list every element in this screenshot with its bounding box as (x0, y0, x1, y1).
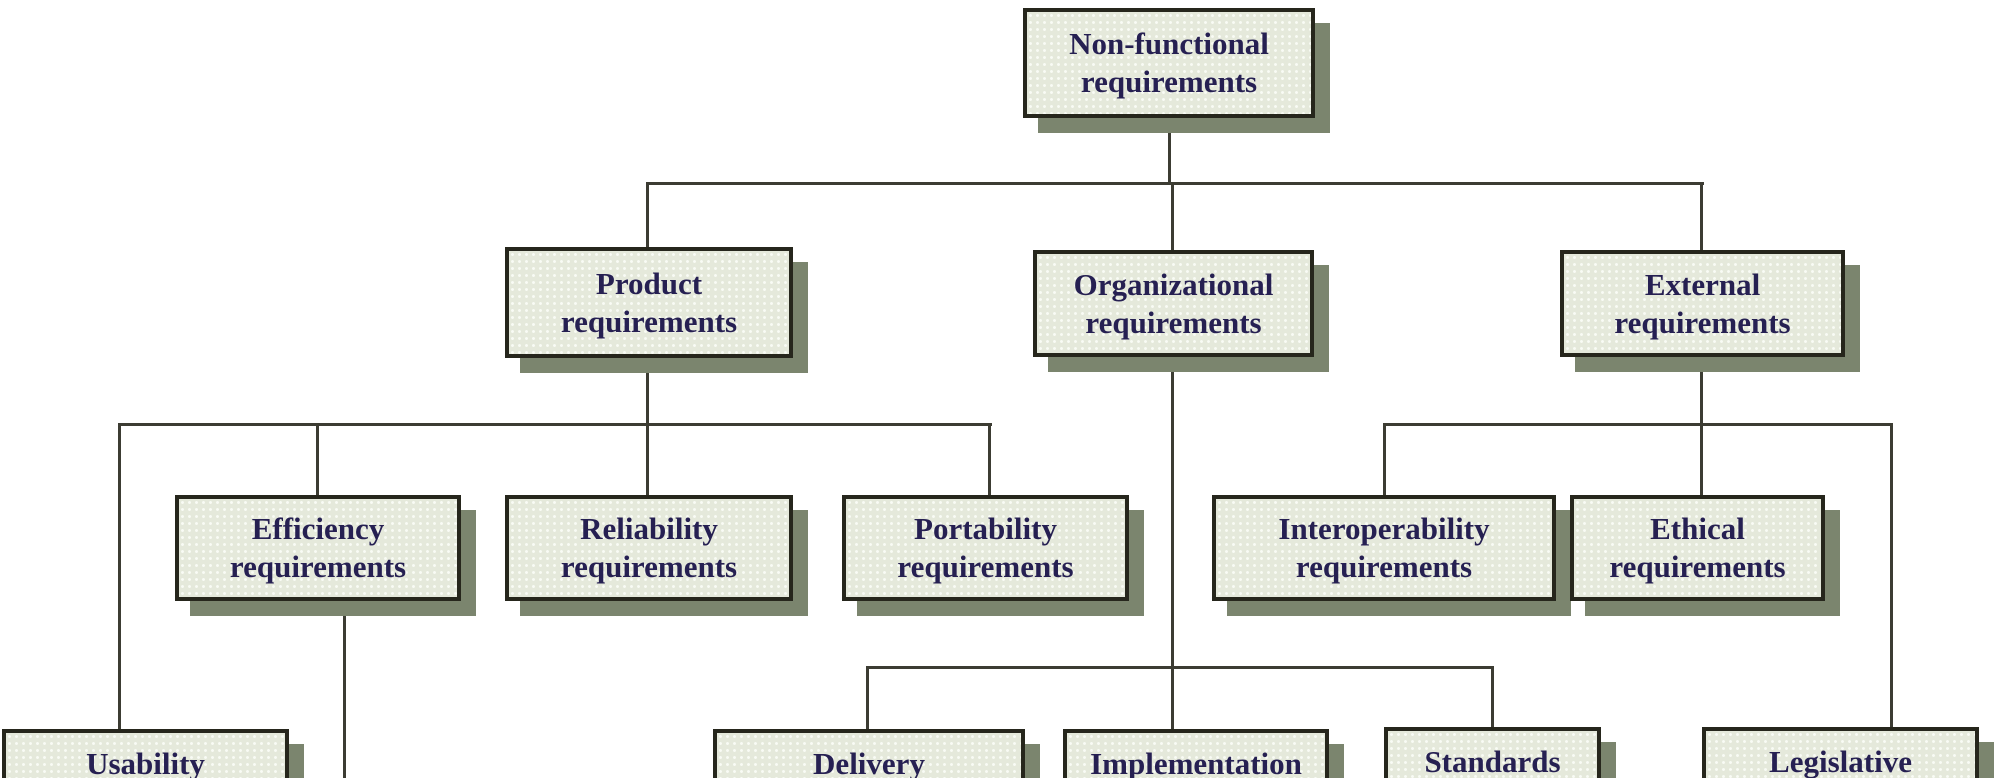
connector-drop-external (1700, 182, 1703, 250)
node-label: Usability (86, 746, 205, 778)
connector-level1-bracket (648, 182, 1704, 185)
node-portability-requirements: Portability requirements (842, 495, 1129, 601)
node-label: Organizational requirements (1073, 266, 1274, 340)
node-label: Product requirements (560, 265, 738, 339)
node-efficiency-requirements: Efficiency requirements (175, 495, 461, 601)
node-label: Delivery (813, 746, 925, 778)
connector-drop-efficiency (316, 423, 319, 495)
connector-root-stub (1168, 118, 1171, 182)
node-standards-requirements: Standards (1384, 727, 1601, 778)
node-label: Portability requirements (897, 511, 1074, 584)
node-interoperability-requirements: Interoperability requirements (1212, 495, 1556, 601)
node-delivery-requirements: Delivery (713, 729, 1025, 778)
node-label: Legislative (1769, 744, 1912, 778)
connector-drop-product (646, 182, 649, 247)
connector-drop-organizational (1171, 182, 1174, 250)
node-product-requirements: Product requirements (505, 247, 793, 358)
node-label: Implementation (1090, 746, 1302, 778)
connector-drop-legislative (1890, 423, 1893, 728)
connector-product-stub (646, 358, 649, 495)
node-label: Non-functional requirements (1069, 26, 1269, 99)
node-organizational-requirements: Organizational requirements (1033, 250, 1314, 357)
connector-external-stub (1700, 357, 1703, 495)
node-non-functional-requirements: Non-functional requirements (1023, 8, 1315, 118)
node-label: Reliability requirements (560, 511, 738, 584)
node-legislative-requirements: Legislative (1702, 727, 1979, 778)
connector-efficiency-children (343, 600, 346, 778)
node-label: Ethical requirements (1609, 511, 1786, 584)
node-implementation-requirements: Implementation (1063, 729, 1329, 778)
connector-organizational-stub (1171, 357, 1174, 730)
node-usability-requirements: Usability (2, 729, 289, 778)
node-label: Efficiency requirements (229, 511, 407, 584)
connector-drop-interoperability (1383, 423, 1386, 495)
connector-external-bracket (1383, 423, 1893, 426)
node-ethical-requirements: Ethical requirements (1570, 495, 1825, 601)
connector-drop-usability (118, 423, 121, 730)
connector-product-bracket (120, 423, 992, 426)
connector-drop-standards (1491, 666, 1494, 728)
node-label: Standards (1424, 744, 1561, 778)
connector-drop-delivery (866, 666, 869, 730)
connector-org-bracket (866, 666, 1494, 669)
node-reliability-requirements: Reliability requirements (505, 495, 793, 601)
node-external-requirements: External requirements (1560, 250, 1845, 357)
node-label: Interoperability requirements (1278, 511, 1490, 584)
connector-drop-portability (988, 423, 991, 495)
node-label: External requirements (1614, 266, 1791, 340)
